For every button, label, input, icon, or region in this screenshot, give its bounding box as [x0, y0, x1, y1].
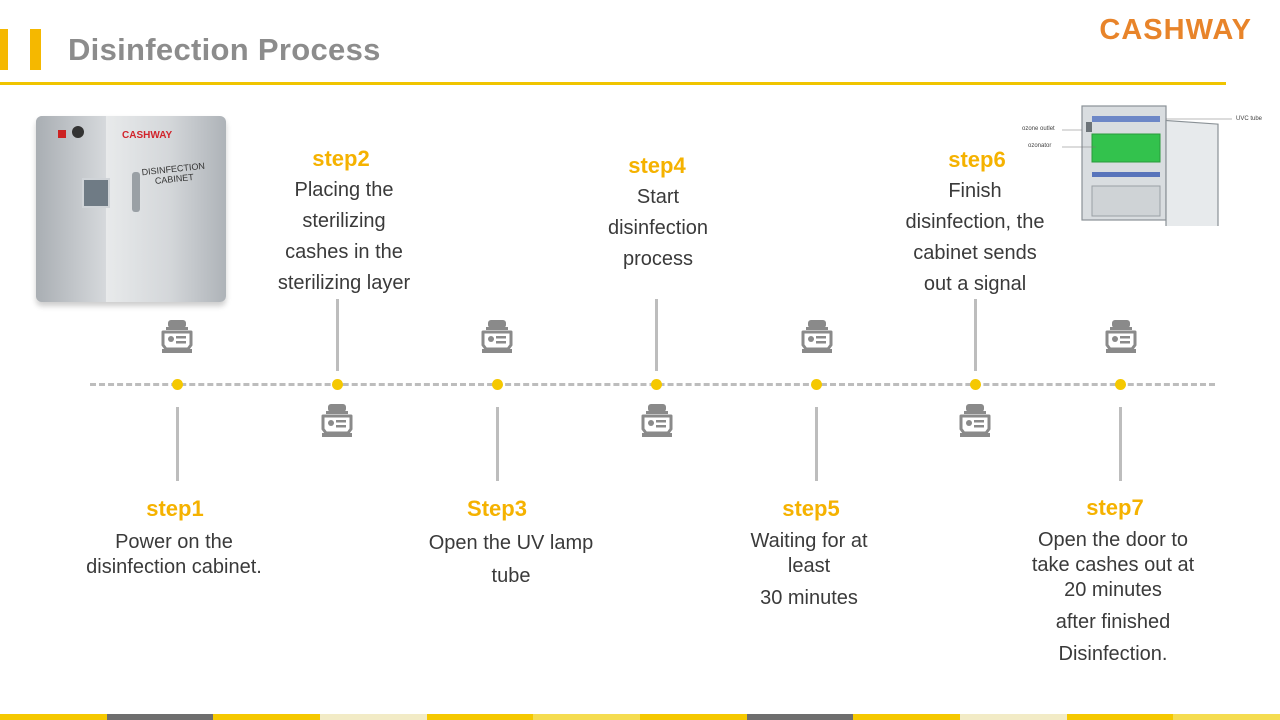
cabinet-diagram-image: ozone outlet ozonator UVC tube [1016, 100, 1266, 237]
step4-connector [655, 299, 658, 371]
step7-line: take cashes out at [1031, 554, 1195, 576]
step1-line: Power on the [115, 531, 233, 553]
step3-line: Open the UV lamp [428, 532, 594, 554]
step7-line: Open the door to [1037, 529, 1189, 551]
footer-stripe-segment [960, 714, 1067, 720]
cash-register-icon [160, 318, 194, 354]
step7-description: Open the door to take cashes out at 20 m… [1003, 528, 1223, 667]
cash-register-icon-svg [801, 320, 833, 353]
footer-stripe-segment [746, 714, 854, 720]
cabinet-handle [132, 172, 140, 212]
step3-dot [492, 379, 503, 390]
footer-stripe-segment [1066, 714, 1174, 720]
step6-connector [974, 299, 977, 371]
cash-register-icon [800, 318, 834, 354]
footer-stripe [0, 714, 1280, 720]
footer-stripe-segment [533, 714, 641, 720]
footer-stripe-segment [320, 714, 427, 720]
footer-stripe-segment [213, 714, 321, 720]
cabinet-side-panel [36, 116, 106, 302]
step3-connector [496, 407, 499, 481]
step4-line: Start [636, 186, 680, 208]
step5-line: least [787, 555, 831, 577]
step1-description: Power on the disinfection cabinet. [64, 530, 284, 580]
step2-line: sterilizing layer [277, 272, 411, 294]
ozone-outlet-label: ozone outlet [1022, 126, 1055, 132]
step5-line: Waiting for at [750, 530, 868, 552]
step2-description: Placing the sterilizing cashes in the st… [244, 175, 444, 299]
disinfection-cabinet-image: CASHWAY DISINFECTION CABINET [22, 112, 228, 310]
title-accent-bar [30, 29, 41, 70]
step6-line: disinfection, the [905, 211, 1045, 233]
cabinet-power-switch [58, 130, 66, 138]
step5-title: step5 [782, 496, 840, 521]
step6-description: Finish disinfection, the cabinet sends o… [875, 176, 1075, 300]
step2-line: Placing the [294, 179, 394, 201]
step4-dot [651, 379, 662, 390]
cash-register-icon-svg [959, 404, 991, 437]
cash-register-icon-svg [321, 404, 353, 437]
step7-title: step7 [1086, 495, 1144, 520]
step4-title: step4 [628, 153, 686, 178]
step2-line: cashes in the [285, 241, 403, 263]
cabinet-display [82, 178, 110, 208]
cash-register-icon-svg [641, 404, 673, 437]
step5-connector [815, 407, 818, 481]
footer-stripe-segment [853, 714, 961, 720]
step4-description: Start disinfection process [578, 182, 738, 275]
step6-line: cabinet sends [913, 242, 1037, 264]
uvc-tube-label: UVC tube [1236, 116, 1263, 122]
brand-logo: CASHWAY [1099, 14, 1252, 46]
cabinet-brand-label: CASHWAY [122, 130, 173, 141]
step7-dot [1115, 379, 1126, 390]
footer-stripe-segment [640, 714, 747, 720]
step6-dot [970, 379, 981, 390]
step2-title: step2 [312, 146, 370, 171]
step1-line: disinfection cabinet. [86, 556, 262, 578]
step4-line: disinfection [607, 217, 709, 239]
step2-dot [332, 379, 343, 390]
step2-connector [336, 299, 339, 371]
header-rule [0, 82, 1226, 85]
cash-register-icon-svg [161, 320, 193, 353]
step3-title: Step3 [467, 496, 527, 521]
step7-connector [1119, 407, 1122, 481]
step3-line: tube [491, 565, 531, 587]
cash-register-icon [1104, 318, 1138, 354]
footer-stripe-segment [106, 714, 214, 720]
title-accent-bar-left [0, 29, 8, 70]
footer-stripe-segment [0, 714, 107, 720]
step5-description: Waiting for at least 30 minutes [709, 529, 909, 611]
step2-line: sterilizing [302, 210, 386, 232]
step5-dot [811, 379, 822, 390]
step3-description: Open the UV lamp tube [401, 527, 621, 593]
step1-title: step1 [146, 496, 204, 521]
step6-title: step6 [948, 147, 1006, 172]
cash-register-icon [640, 402, 674, 438]
step7-line: Disinfection. [1058, 643, 1168, 665]
cash-register-icon-svg [1105, 320, 1137, 353]
cash-register-icon-svg [481, 320, 513, 353]
cabinet-knob [72, 126, 84, 138]
step6-line: out a signal [923, 273, 1027, 295]
cabinet-diagram-svg [1062, 105, 1232, 237]
step1-dot [172, 379, 183, 390]
footer-stripe-segment [426, 714, 534, 720]
ozonator-label: ozonator [1028, 143, 1052, 149]
step7-line: 20 minutes [1064, 579, 1162, 601]
footer-stripe-segment [1173, 714, 1280, 720]
cash-register-icon [480, 318, 514, 354]
page-title: Disinfection Process [68, 32, 381, 67]
cash-register-icon [958, 402, 992, 438]
step6-line: Finish [948, 180, 1002, 202]
cash-register-icon [320, 402, 354, 438]
step7-line: after finished [1055, 611, 1171, 633]
step1-connector [176, 407, 179, 481]
step5-line: 30 minutes [760, 587, 858, 609]
step4-line: process [622, 248, 694, 270]
